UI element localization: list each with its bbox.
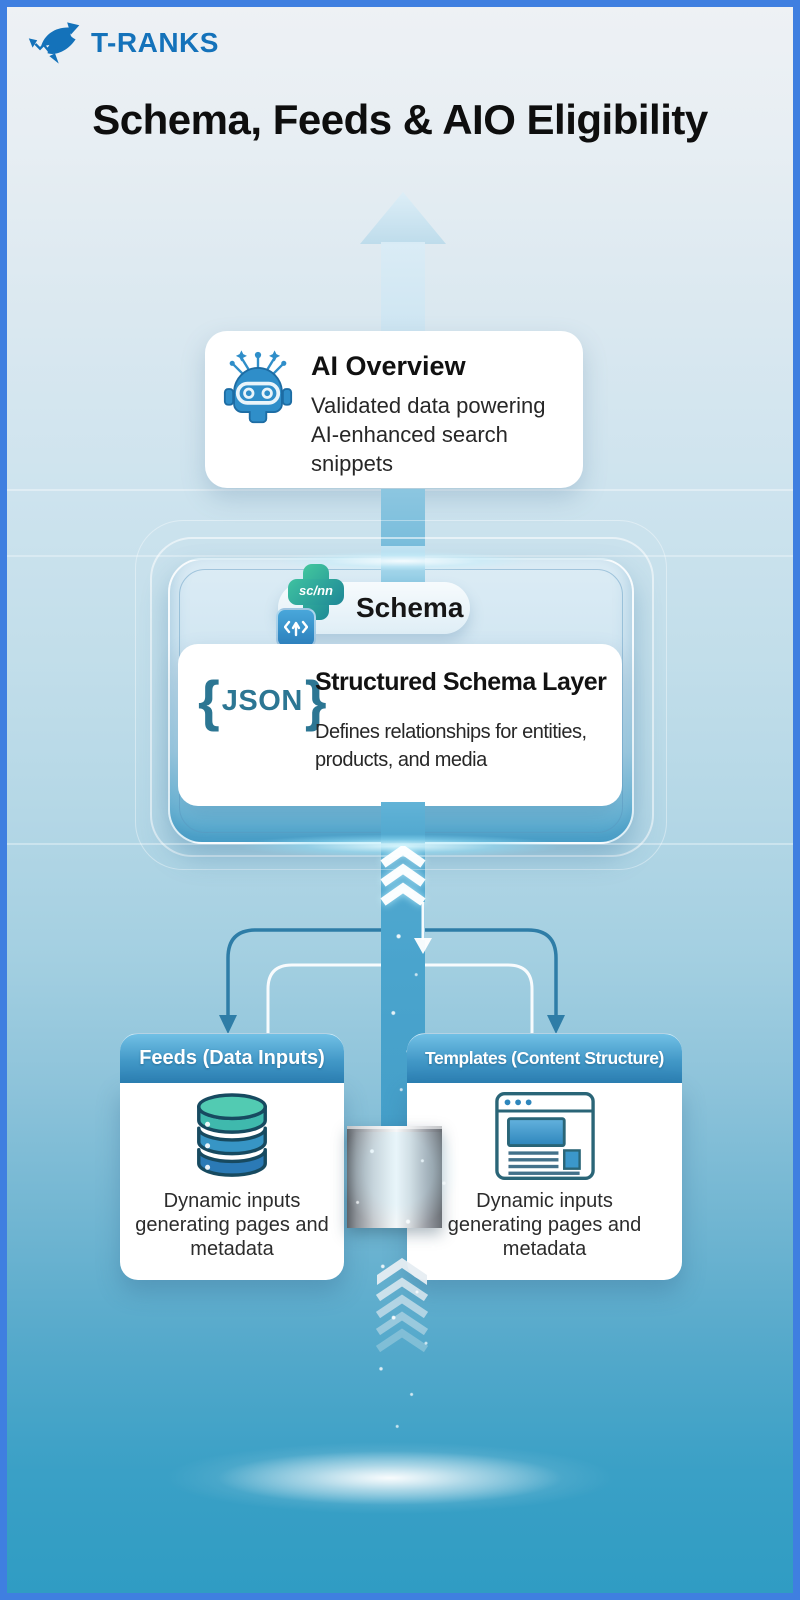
schema-card-description: Defines relationships for entities, prod… <box>315 721 587 771</box>
feeds-card-description: Dynamic inputs generating pages and meta… <box>135 1190 329 1260</box>
schema-card-heading: Structured Schema Layer <box>315 668 607 696</box>
schema-icon-caption: sc/nn <box>299 583 333 598</box>
metal-connector-bar <box>347 1126 442 1228</box>
brand-name: T-RANKS <box>91 27 219 58</box>
templates-card-description: Dynamic inputs generating pages and meta… <box>447 1190 642 1260</box>
webpage-template-icon <box>494 1092 595 1180</box>
logo-shark-icon <box>28 22 80 64</box>
ai-overview-description: Validated data powering AI-enhanced sear… <box>311 393 546 477</box>
glow-flare <box>233 548 573 574</box>
structured-schema-card: { JSON } Structured Schema Layer Defines… <box>178 644 622 806</box>
ai-robot-icon <box>223 350 293 424</box>
templates-card-body: Dynamic inputs generating pages and meta… <box>407 1083 682 1280</box>
white-down-arrow <box>414 902 432 954</box>
brand-logo: T-RANKS <box>26 20 219 66</box>
down-arrowhead-left <box>219 1015 237 1034</box>
feeds-card-header: Feeds (Data Inputs) <box>120 1033 344 1083</box>
bottom-glow-core <box>160 1442 620 1514</box>
page-title: Schema, Feeds & AIO Eligibility <box>92 96 708 143</box>
json-badge: { JSON } <box>198 669 327 732</box>
feeds-card: Feeds (Data Inputs) Dynamic inputs gener… <box>120 1033 344 1280</box>
down-arrowhead-right <box>547 1015 565 1034</box>
up-chevrons-icon <box>380 846 426 906</box>
schema-org-icon: sc/nn <box>276 560 346 648</box>
flow-up-arrowhead <box>360 192 446 244</box>
templates-card-header: Templates (Content Structure) <box>407 1033 682 1083</box>
ai-overview-heading: AI Overview <box>311 351 466 381</box>
templates-card: Templates (Content Structure) Dynamic in… <box>407 1033 682 1280</box>
feeds-card-body: Dynamic inputs generating pages and meta… <box>120 1083 344 1280</box>
up-chevrons-faded-icon <box>375 1258 429 1353</box>
schema-label: Schema <box>356 592 464 623</box>
ai-overview-card: AI Overview Validated data powering AI-e… <box>205 331 583 488</box>
code-brackets-icon <box>276 608 316 648</box>
database-icon <box>197 1093 267 1177</box>
